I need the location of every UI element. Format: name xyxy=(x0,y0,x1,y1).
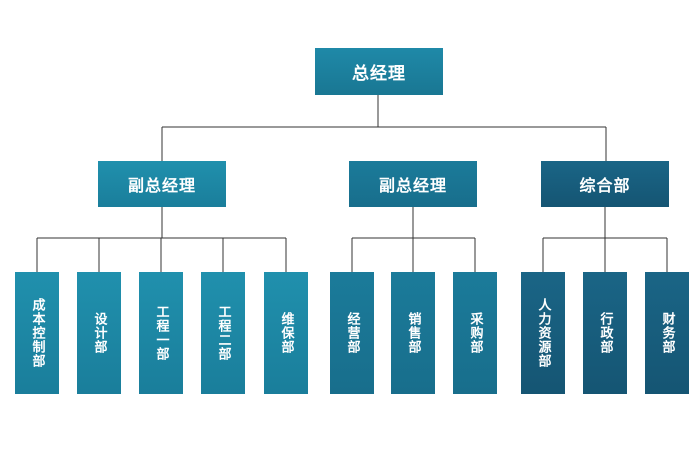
dept-node-sales: 销售部 xyxy=(391,272,435,394)
dept-node-procurement: 采购部 xyxy=(453,272,497,394)
root-node-label: 总经理 xyxy=(352,64,406,84)
dept-node-label: 行政部 xyxy=(597,312,613,354)
dept-node-human-resources: 人力资源部 xyxy=(521,272,565,394)
dept-node-label: 财务部 xyxy=(659,312,675,354)
dept-node-engineering-1: 工程一部 xyxy=(139,272,183,394)
dept-node-design: 设计部 xyxy=(77,272,121,394)
dept-node-label: 成本控制部 xyxy=(29,298,45,368)
dept-node-administration: 行政部 xyxy=(583,272,627,394)
dept-node-label: 维保部 xyxy=(278,312,294,354)
dept-node-label: 人力资源部 xyxy=(535,298,551,368)
dept-node-label: 工程二部 xyxy=(215,305,231,361)
dept-node-label: 销售部 xyxy=(405,312,421,354)
branch-node-deputy-gm-1: 副总经理 xyxy=(98,161,226,207)
dept-node-cost-control: 成本控制部 xyxy=(15,272,59,394)
branch-node-label: 副总经理 xyxy=(378,176,447,195)
dept-node-label: 工程一部 xyxy=(153,305,169,361)
dept-node-maintenance: 维保部 xyxy=(264,272,308,394)
dept-node-label: 经营部 xyxy=(344,312,360,354)
dept-node-engineering-2: 工程二部 xyxy=(201,272,245,394)
branch-node-deputy-gm-2: 副总经理 xyxy=(349,161,477,207)
dept-node-operations: 经营部 xyxy=(330,272,374,394)
dept-node-label: 采购部 xyxy=(467,312,483,354)
root-node-general-manager: 总经理 xyxy=(315,48,443,95)
dept-node-finance: 财务部 xyxy=(645,272,689,394)
branch-node-label: 副总经理 xyxy=(127,176,196,195)
branch-node-label: 综合部 xyxy=(579,176,631,195)
branch-node-general-dept: 综合部 xyxy=(541,161,669,207)
dept-node-label: 设计部 xyxy=(91,312,107,354)
